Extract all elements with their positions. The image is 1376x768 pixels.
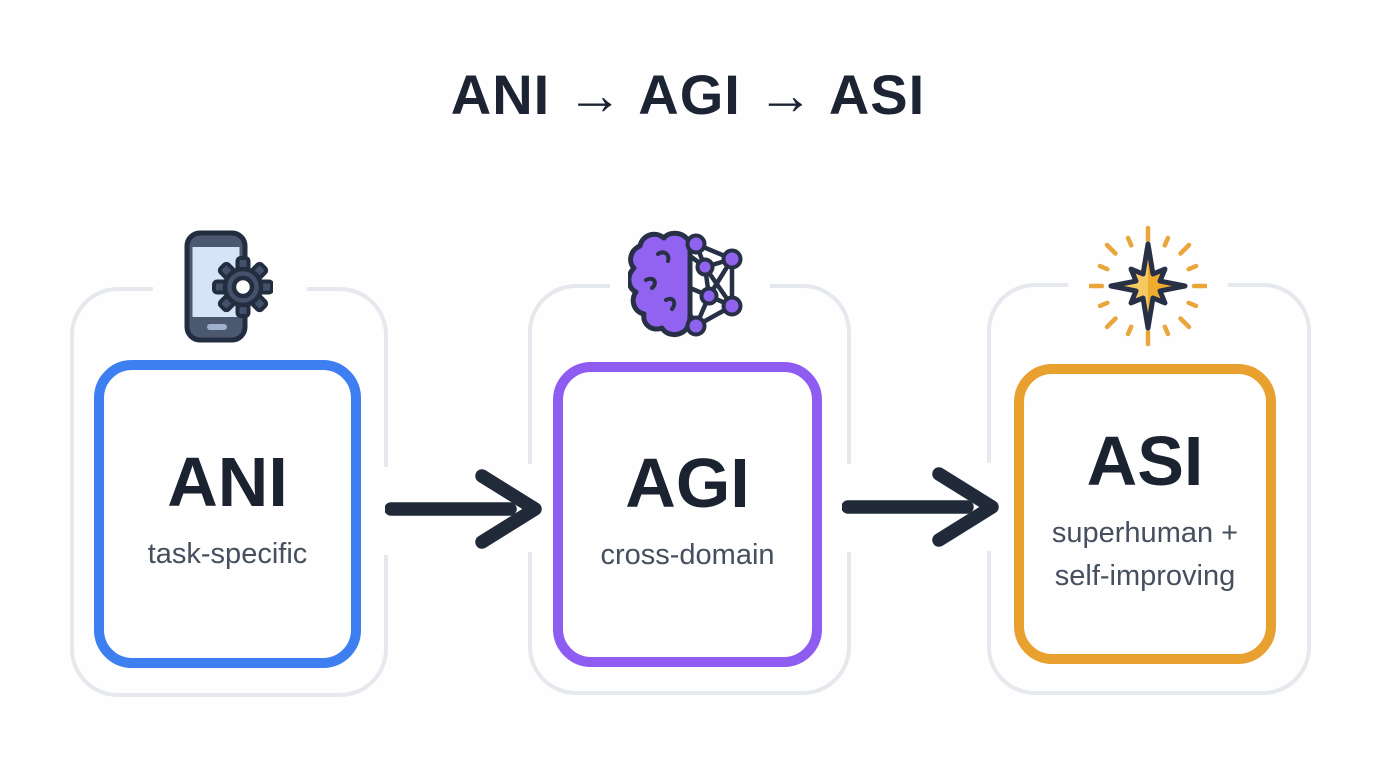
- smartphone-gear-icon: [184, 230, 273, 343]
- stage-description-agi: cross-domain: [600, 538, 775, 571]
- stage-frame-asi: ASI superhuman + self-improving: [983, 279, 1311, 695]
- brain-network-icon: [628, 230, 743, 337]
- arrow-ani-to-agi-icon: [385, 469, 542, 549]
- stage-card-ani: ANI task-specific: [94, 360, 361, 668]
- stage-description-ani: task-specific: [147, 538, 308, 571]
- stage-label-asi: ASI: [1086, 421, 1204, 500]
- page-title: ANI → AGI → ASI: [450, 63, 926, 126]
- star-highlight: [1111, 244, 1148, 328]
- stage-label-ani: ANI: [167, 443, 288, 522]
- stage-card-agi: AGI cross-domain: [553, 362, 822, 667]
- gear-icon: [212, 256, 273, 318]
- star-rays: [1089, 225, 1207, 347]
- stage-frame-ani: ANI task-specific: [70, 283, 392, 697]
- stage-label-agi: AGI: [625, 443, 750, 522]
- arrow-agi-to-asi-icon: [842, 467, 999, 547]
- stage-card-asi: ASI superhuman + self-improving: [1014, 364, 1276, 664]
- starburst-icon: [1089, 225, 1207, 347]
- stage-description-asi: superhuman + self-improving: [1051, 516, 1239, 593]
